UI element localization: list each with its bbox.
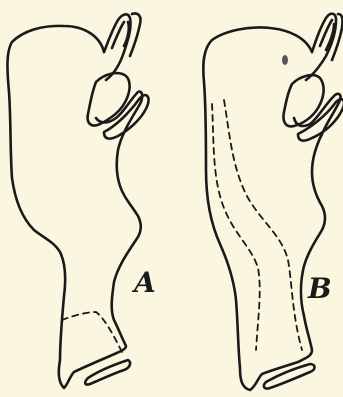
panel-b-label: B — [307, 272, 332, 305]
panel-a-body-outline — [7, 26, 142, 388]
panel-b: B — [203, 14, 343, 390]
panel-b-dark-spot — [282, 55, 288, 65]
panel-a: A — [7, 13, 155, 388]
panel-a-upper-tract-outer — [104, 14, 131, 80]
panel-b-body-outline — [203, 28, 340, 391]
panel-a-label: A — [131, 266, 156, 299]
panel-b-base-piece — [264, 364, 315, 389]
panel-b-central-body — [283, 75, 323, 126]
